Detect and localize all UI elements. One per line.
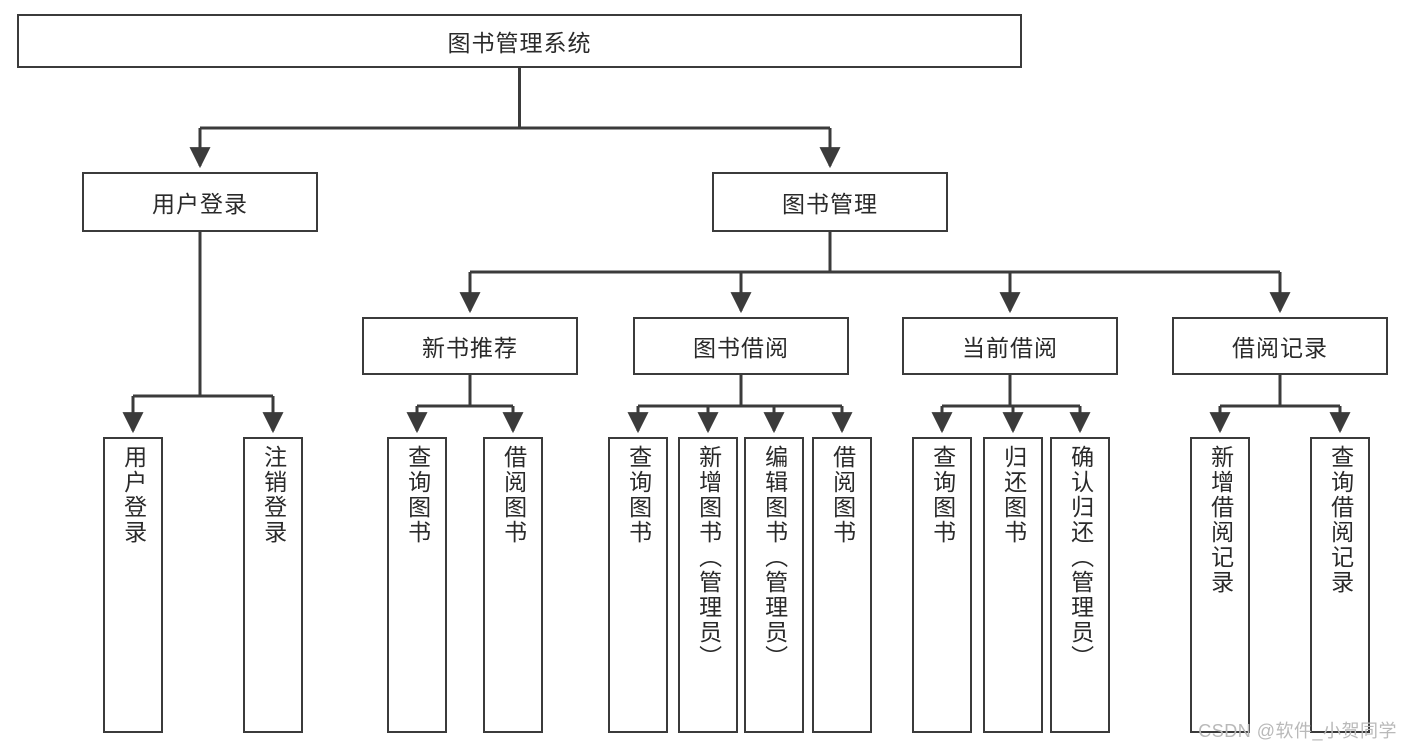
leaf-logout[interactable]: 注销登录 (243, 437, 303, 733)
leaf-label: 编辑图书（管理员） (761, 445, 788, 670)
node-book-management-label: 图书管理 (782, 191, 878, 217)
leaf-query-book-current[interactable]: 查询图书 (912, 437, 972, 733)
node-current-borrow-label: 当前借阅 (962, 335, 1058, 361)
leaf-label: 用户登录 (120, 445, 147, 545)
node-new-book-recommend-label: 新书推荐 (422, 335, 518, 361)
node-borrow-records-label: 借阅记录 (1232, 335, 1328, 361)
leaf-label: 查询图书 (625, 445, 652, 545)
leaf-user-login[interactable]: 用户登录 (103, 437, 163, 733)
node-borrow-records[interactable]: 借阅记录 (1172, 317, 1388, 375)
leaf-add-borrow-record[interactable]: 新增借阅记录 (1190, 437, 1250, 733)
node-user-login[interactable]: 用户登录 (82, 172, 318, 232)
leaf-confirm-return-admin[interactable]: 确认归还（管理员） (1050, 437, 1110, 733)
leaf-return-book[interactable]: 归还图书 (983, 437, 1043, 733)
node-book-borrow-label: 图书借阅 (693, 335, 789, 361)
node-root[interactable]: 图书管理系统 (17, 14, 1022, 68)
leaf-label: 确认归还（管理员） (1067, 445, 1094, 670)
watermark: CSDN @软件_小贺同学 (1198, 721, 1397, 741)
leaf-label: 新增借阅记录 (1207, 445, 1234, 595)
leaf-label: 归还图书 (1000, 445, 1027, 545)
node-book-management[interactable]: 图书管理 (712, 172, 948, 232)
leaf-edit-book-admin[interactable]: 编辑图书（管理员） (744, 437, 804, 733)
node-root-label: 图书管理系统 (447, 30, 592, 56)
leaf-label: 借阅图书 (829, 445, 856, 545)
leaf-add-book-admin[interactable]: 新增图书（管理员） (678, 437, 738, 733)
leaf-query-book-borrow[interactable]: 查询图书 (608, 437, 668, 733)
leaf-borrow-book[interactable]: 借阅图书 (812, 437, 872, 733)
leaf-label: 借阅图书 (500, 445, 527, 545)
leaf-query-borrow-record[interactable]: 查询借阅记录 (1310, 437, 1370, 733)
leaf-label: 查询图书 (404, 445, 431, 545)
leaf-label: 查询借阅记录 (1327, 445, 1354, 595)
node-current-borrow[interactable]: 当前借阅 (902, 317, 1118, 375)
node-user-login-label: 用户登录 (152, 191, 248, 217)
leaf-label: 查询图书 (929, 445, 956, 545)
leaf-query-book-recommend[interactable]: 查询图书 (387, 437, 447, 733)
leaf-label: 新增图书（管理员） (695, 445, 722, 670)
node-new-book-recommend[interactable]: 新书推荐 (362, 317, 578, 375)
leaf-borrow-book-recommend[interactable]: 借阅图书 (483, 437, 543, 733)
leaf-label: 注销登录 (260, 445, 287, 545)
node-book-borrow[interactable]: 图书借阅 (633, 317, 849, 375)
